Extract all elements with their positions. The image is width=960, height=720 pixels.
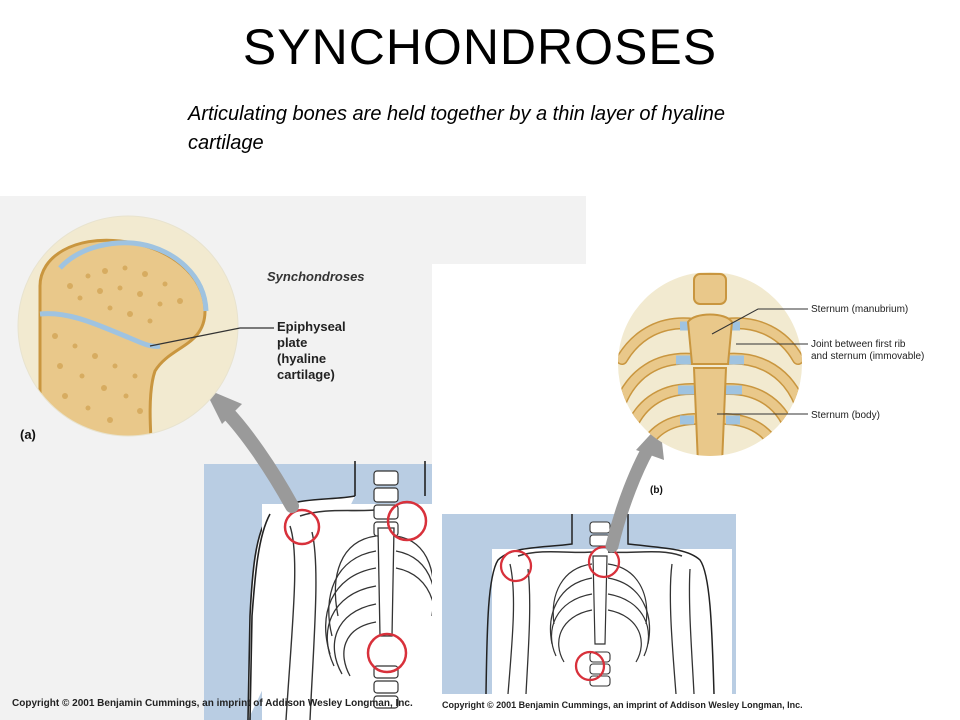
spine-a — [373, 470, 399, 709]
right-humerus-b — [669, 563, 695, 695]
left-shoulder-outline-b — [485, 514, 573, 695]
figure-a-copyright: Copyright © 2001 Benjamin Cummings, an i… — [12, 698, 413, 709]
figure-a-heading: Synchondroses — [267, 269, 365, 284]
sternum-a — [377, 527, 395, 637]
highlight-circle-sternum-a — [386, 500, 428, 542]
bone-head-illustration-a — [38, 238, 209, 436]
highlight-circle-shoulder-a — [283, 508, 321, 546]
sternum-manubrium-label: Sternum (manubrium) — [811, 304, 909, 315]
torso-body-b — [492, 549, 732, 694]
right-shoulder-outline-b — [627, 514, 715, 695]
figure-b-panel: Sternum (manubrium) Joint between first … — [432, 264, 960, 720]
spine-b — [589, 521, 611, 687]
figure-b-illustration — [442, 272, 808, 695]
left-arm-outline-a — [249, 513, 271, 720]
figure-b-copyright: Copyright © 2001 Benjamin Cummings, an i… — [442, 700, 803, 710]
left-humerus-b — [507, 563, 531, 695]
epiphyseal-label-line-1: Epiphyseal — [277, 319, 346, 334]
highlight-circle-sternum-b — [587, 545, 621, 579]
first-rib-joint-label: Joint between first rib and sternum (imm… — [811, 339, 960, 363]
sternum-body-label: Sternum (body) — [811, 410, 880, 421]
first-rib-joint-label-line-2: and sternum (immovable) — [811, 351, 925, 362]
slide-title: SYNCHONDROSES — [242, 19, 718, 75]
leader-lines-b — [711, 308, 808, 415]
sternum-b — [592, 555, 608, 645]
neck-outline-a — [354, 461, 426, 496]
epiphyseal-label-line-4: cartilage) — [277, 367, 335, 382]
ribcage-b — [549, 563, 651, 663]
first-rib-joint-label-line-1: Joint between first rib — [811, 339, 906, 350]
highlight-circle-spine-b — [574, 650, 606, 682]
arrow-b — [605, 442, 655, 553]
epiphyseal-plate-label: Epiphyseal plate (hyaline cartilage) — [277, 319, 387, 383]
figure-a-tag: (a) — [20, 427, 36, 442]
highlight-circle-spine-a — [366, 632, 408, 674]
highlight-circle-shoulder-b — [499, 549, 533, 583]
arrow-head-a — [204, 388, 242, 424]
epiphyseal-label-line-3: (hyaline — [277, 351, 327, 366]
humerus-a — [285, 525, 317, 720]
inset-circle-border-a — [17, 215, 239, 437]
slide-subtitle: Articulating bones are held together by … — [188, 103, 726, 154]
leader-line-epiphyseal — [149, 327, 274, 347]
epiphyseal-label-line-2: plate — [277, 335, 308, 350]
arrow-a — [219, 404, 299, 513]
figure-b-tag: (b) — [650, 485, 663, 496]
